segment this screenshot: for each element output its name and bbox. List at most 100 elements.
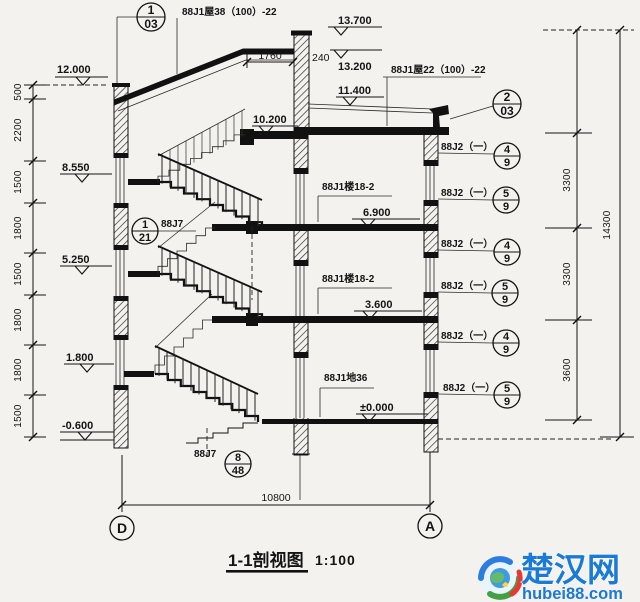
level-minus-0600: -0.600	[60, 420, 114, 441]
top-dimensions: 1760 240	[242, 50, 330, 68]
balusters-flight-3	[161, 155, 259, 227]
landing-1800	[124, 371, 154, 377]
svg-text:4: 4	[504, 240, 511, 252]
level-6900: 6.900	[352, 207, 420, 228]
svg-text:88J2（一）: 88J2（一）	[441, 237, 493, 250]
level-markers: 13.700 13.200 11.400 12.000 10.200 8.550…	[55, 15, 428, 441]
svg-text:12.000: 12.000	[57, 64, 91, 76]
bubble-4-9-low: 4 9	[492, 329, 520, 357]
staircase	[154, 108, 264, 444]
dim-14300: 14300	[602, 210, 613, 239]
balusters-upper-flight	[161, 110, 243, 180]
label-roof-top: 88J1屋38（100）-22	[182, 5, 277, 18]
svg-text:48: 48	[232, 465, 244, 477]
svg-text:88J2（一）: 88J2（一）	[441, 186, 493, 199]
dim-3300b: 3300	[562, 262, 573, 286]
bubble-4-9-top: 4 9	[493, 142, 521, 170]
svg-text:03: 03	[144, 17, 158, 31]
level-13200: 13.200	[330, 49, 382, 73]
bubble-1-21: 1 21	[131, 217, 159, 245]
bottom-dimension: 10800 D A	[109, 452, 443, 541]
drawing-scale: 1:100	[315, 552, 356, 568]
landing-5250	[128, 271, 160, 277]
window-openings-right-wall	[423, 160, 439, 398]
entrance-steps	[186, 422, 258, 444]
level-12000: 12.000	[55, 64, 108, 86]
label-stair-upper: 88J7	[161, 219, 184, 230]
window-openings-left-wall	[113, 153, 129, 390]
dim-500: 500	[13, 83, 24, 101]
roof-slope-slab	[114, 48, 243, 106]
slab-ground	[262, 419, 438, 424]
svg-text:10.200: 10.200	[253, 114, 287, 126]
svg-text:-0.600: -0.600	[62, 420, 93, 432]
slab-3600	[212, 316, 438, 323]
svg-text:9: 9	[503, 344, 509, 356]
dim-3600: 3600	[562, 358, 573, 382]
svg-text:3.600: 3.600	[365, 299, 393, 311]
svg-text:03: 03	[500, 104, 514, 118]
svg-text:88J2（一）: 88J2（一）	[441, 279, 493, 292]
watermark-site-name: 楚汉网	[521, 551, 620, 588]
eave-gutter	[429, 105, 449, 128]
svg-text:88J2（一）: 88J2（一）	[441, 329, 493, 342]
svg-text:8: 8	[235, 452, 241, 464]
component-labels: 88J1屋38（100）-22 88J1屋22（100）-22 88J1楼18-…	[158, 5, 486, 460]
svg-text:11.400: 11.400	[338, 85, 371, 97]
svg-text:88J2（一）: 88J2（一）	[441, 140, 493, 153]
svg-text:1: 1	[148, 3, 155, 17]
svg-text:5: 5	[502, 281, 508, 293]
bubble-5-9-low: 5 9	[493, 381, 521, 409]
level-13700: 13.700	[328, 15, 382, 36]
svg-text:88J2（一）: 88J2（一）	[443, 381, 495, 394]
svg-text:5.250: 5.250	[62, 254, 90, 266]
svg-text:5: 5	[503, 188, 509, 200]
watermark-logo-icon	[478, 556, 523, 600]
balusters-flight-1	[158, 347, 256, 421]
svg-text:8.550: 8.550	[62, 162, 90, 174]
svg-text:2: 2	[504, 90, 511, 104]
dim-1800a: 1800	[13, 216, 24, 240]
left-dimension-chain: 500 2200 1500 1800 1500 1800 1800 1500	[13, 80, 46, 442]
label-stair-lower: 88J7	[194, 449, 217, 460]
svg-text:6.900: 6.900	[363, 207, 391, 219]
dim-1800c: 1800	[13, 358, 24, 382]
axis-bubble-d: D	[109, 515, 135, 541]
bubble-8-48: 8 48	[224, 450, 252, 478]
wall-axis-d	[112, 83, 130, 449]
level-8550: 8.550	[60, 162, 112, 183]
dim-1800b: 1800	[13, 308, 24, 332]
level-3600: 3.600	[354, 299, 422, 320]
door-openings-center-wall	[293, 168, 309, 418]
svg-text:4: 4	[503, 331, 510, 343]
label-floor-lower: 88J1楼18-2	[322, 272, 375, 285]
ground-lines	[45, 84, 612, 500]
detail-bubbles: 1 03 2 03 4 9 5 9 4 9 5 9	[116, 2, 522, 478]
dim-10800: 10800	[261, 492, 290, 504]
parapet-cap-left	[112, 83, 130, 87]
svg-text:21: 21	[139, 232, 151, 244]
svg-text:4: 4	[504, 144, 511, 156]
title-underline	[226, 570, 308, 573]
axis-bubble-a: A	[417, 513, 443, 539]
svg-text:5: 5	[504, 383, 510, 395]
watermark: 楚汉网 hubei88.com	[478, 550, 623, 602]
bubble-5-9-top: 5 9	[492, 186, 520, 214]
roof-parapet-wall	[293, 33, 310, 134]
level-1800: 1.800	[64, 352, 114, 373]
dim-3300a: 3300	[562, 168, 573, 192]
axis-label-d: D	[117, 520, 127, 536]
dim-1500a: 1500	[13, 170, 24, 194]
slab-10200	[243, 131, 308, 139]
label-ground-slab: 88J1地36	[324, 371, 368, 384]
dim-1500b: 1500	[13, 262, 24, 286]
bubble-5-9-mid: 5 9	[491, 279, 519, 307]
lower-roof-slab	[294, 127, 449, 135]
svg-text:1.800: 1.800	[66, 352, 94, 364]
svg-text:9: 9	[504, 253, 510, 265]
dim-1500c: 1500	[13, 404, 24, 428]
svg-text:1: 1	[142, 219, 148, 231]
dim-1760: 1760	[258, 50, 282, 62]
